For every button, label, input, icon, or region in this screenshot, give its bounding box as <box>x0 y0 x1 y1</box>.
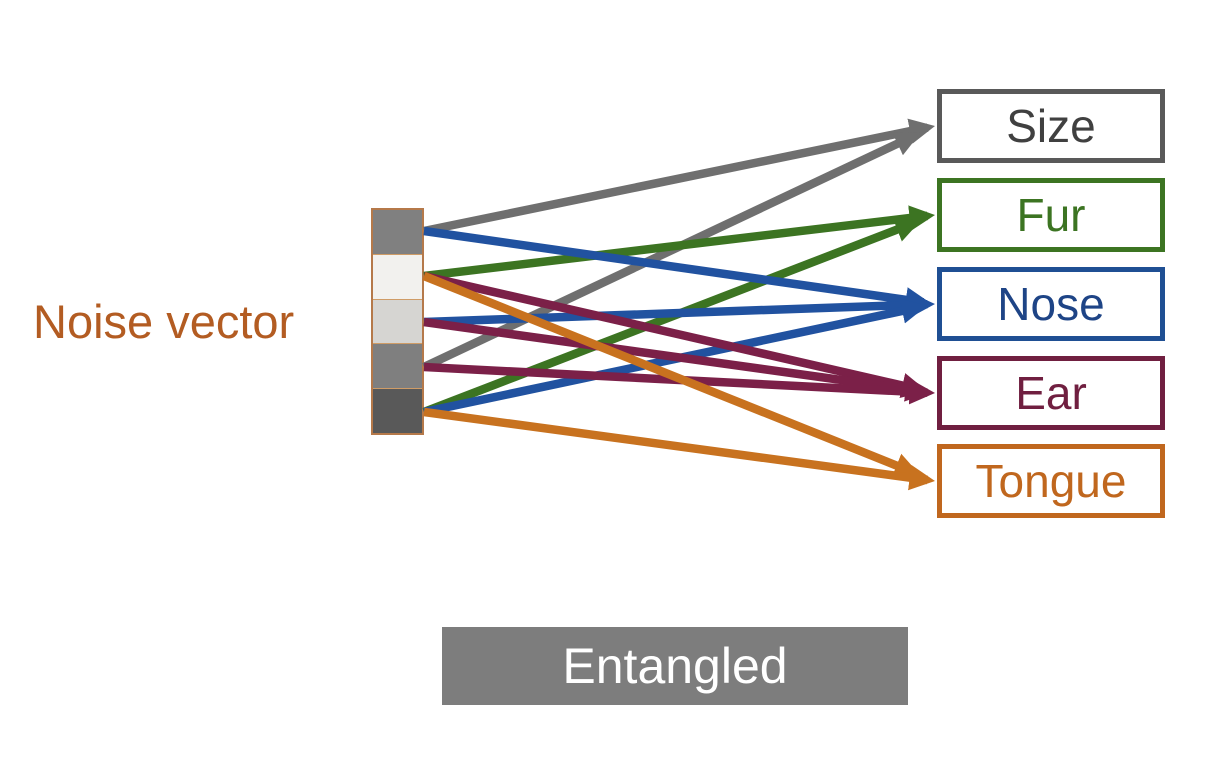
noise-cell-5 <box>373 388 422 433</box>
noise-vector-label: Noise vector <box>33 295 295 348</box>
arrow-cell1-to-size <box>423 118 935 236</box>
arrow-cell3-to-ear <box>423 317 932 402</box>
arrow-cell1-to-nose <box>423 226 932 313</box>
arrow-cell4-to-size <box>422 132 921 371</box>
factor-label-tongue: Tongue <box>975 455 1127 507</box>
arrow-cell2-to-ear <box>423 271 928 398</box>
factor-box-tongue: Tongue <box>937 444 1165 518</box>
factor-box-fur: Fur <box>937 178 1165 252</box>
arrow-cell2-to-fur <box>423 205 935 281</box>
factor-box-ear: Ear <box>937 356 1165 430</box>
noise-vector <box>371 208 424 435</box>
noise-cell-3 <box>373 298 422 344</box>
arrow-cell5-to-tongue <box>423 407 936 491</box>
factor-label-fur: Fur <box>1016 189 1086 241</box>
noise-cell-4 <box>373 343 422 389</box>
factor-box-nose: Nose <box>937 267 1165 341</box>
arrow-cell3-to-nose <box>423 292 935 327</box>
factor-label-nose: Nose <box>997 278 1105 330</box>
factor-label-size: Size <box>1006 100 1096 152</box>
entangled-label: Entangled <box>562 638 788 694</box>
factor-box-size: Size <box>937 89 1165 163</box>
noise-cell-2 <box>373 253 422 299</box>
entangled-banner: Entangled <box>442 627 908 705</box>
factor-label-ear: Ear <box>1015 367 1087 419</box>
noise-cell-1 <box>373 210 422 254</box>
arrow-cell2-to-tongue <box>422 272 921 478</box>
